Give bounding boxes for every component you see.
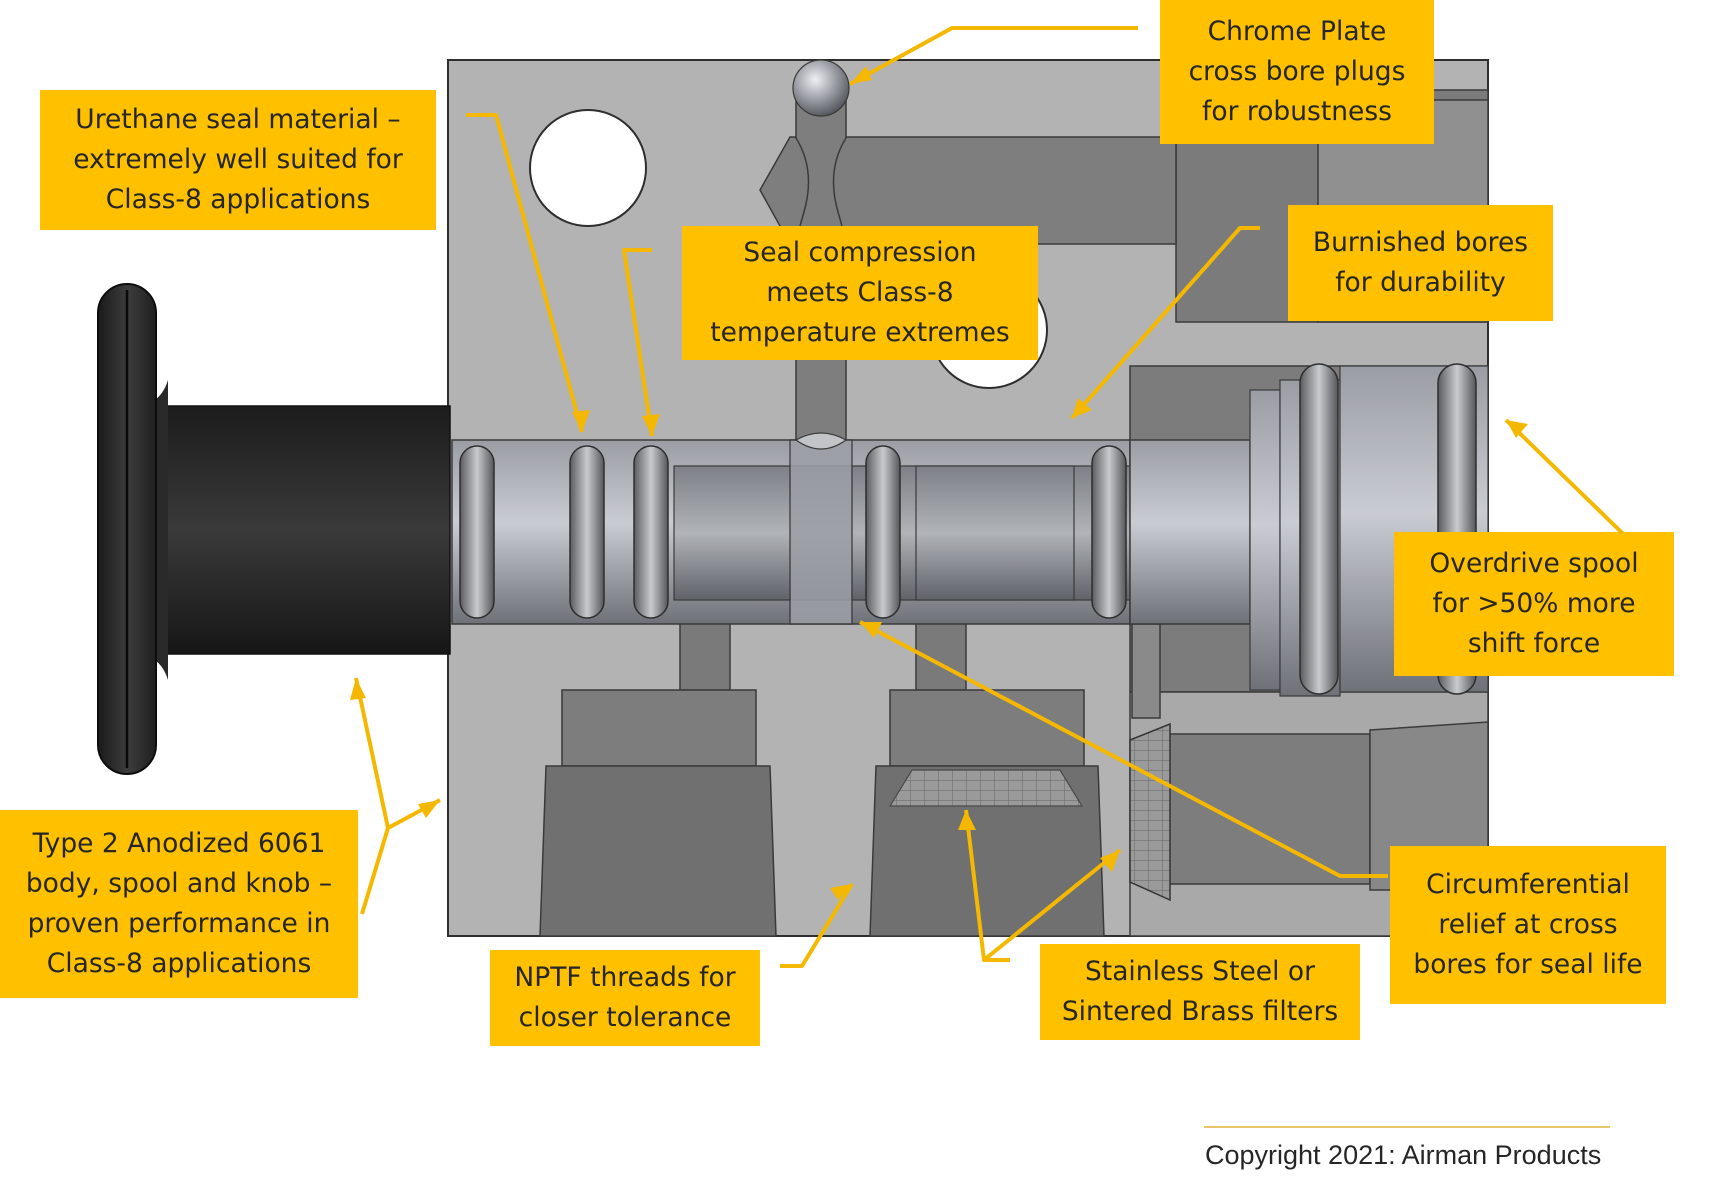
callout-nptf-threads: NPTF threads for closer tolerance <box>490 950 760 1046</box>
leader-circumferential <box>859 620 1388 878</box>
callout-anodized-body: Type 2 Anodized 6061 body, spool and kno… <box>0 810 358 998</box>
leader-chrome-plate <box>849 26 1138 86</box>
copyright-notice: Copyright 2021: Airman Products <box>1205 1140 1602 1170</box>
callout-line: for durability <box>1335 267 1506 298</box>
callout-line: Seal compression <box>743 237 977 268</box>
callout-line: meets Class-8 <box>766 277 954 308</box>
callout-line: Burnished bores <box>1312 227 1529 258</box>
callout-line: shift force <box>1467 628 1601 659</box>
callout-line: Overdrive spool <box>1429 548 1639 579</box>
callout-line: for robustness <box>1202 96 1392 127</box>
copyright-divider <box>1204 1126 1610 1128</box>
callout-line: Class-8 applications <box>105 184 371 215</box>
leader-seal-compression <box>622 248 654 437</box>
callout-circumferential-relief: Circumferential relief at cross bores fo… <box>1390 846 1666 1004</box>
leader-filters-b <box>982 848 1122 962</box>
callout-line: Stainless Steel or <box>1084 956 1316 987</box>
callout-line: Sintered Brass filters <box>1061 996 1339 1027</box>
callout-line: Type 2 Anodized 6061 <box>32 828 326 859</box>
callout-line: body, spool and knob – <box>25 868 333 899</box>
callout-line: extremely well suited for <box>73 144 403 175</box>
callout-overdrive-spool: Overdrive spool for >50% more shift forc… <box>1394 532 1674 676</box>
callout-line: bores for seal life <box>1413 949 1643 980</box>
callout-line: Urethane seal material – <box>75 104 401 135</box>
callout-line: for >50% more <box>1432 588 1636 619</box>
callout-line: Class-8 applications <box>46 948 312 979</box>
callout-line: cross bore plugs <box>1188 56 1406 87</box>
leader-lines <box>354 26 1652 968</box>
leader-anodized <box>354 677 390 915</box>
callout-line: relief at cross <box>1438 909 1618 940</box>
callout-line: NPTF threads for <box>514 962 736 993</box>
leader-nptf <box>780 882 854 968</box>
leader-urethane <box>466 113 584 433</box>
callout-filters: Stainless Steel or Sintered Brass filter… <box>1040 944 1360 1040</box>
knob <box>97 283 451 775</box>
callout-seal-compression: Seal compression meets Class-8 temperatu… <box>682 226 1038 360</box>
callout-urethane-seal: Urethane seal material – extremely well … <box>40 90 436 230</box>
leader-arrowheads <box>350 66 1528 900</box>
callout-line: closer tolerance <box>518 1002 732 1033</box>
callout-line: temperature extremes <box>710 317 1010 348</box>
callout-burnished-bores: Burnished bores for durability <box>1288 205 1553 321</box>
callout-line: Chrome Plate <box>1207 16 1387 47</box>
callout-line: Circumferential <box>1426 869 1630 900</box>
callout-line: proven performance in <box>27 908 331 939</box>
leader-burnished <box>1070 226 1260 420</box>
callout-chrome-plate: Chrome Plate cross bore plugs for robust… <box>1160 0 1434 144</box>
